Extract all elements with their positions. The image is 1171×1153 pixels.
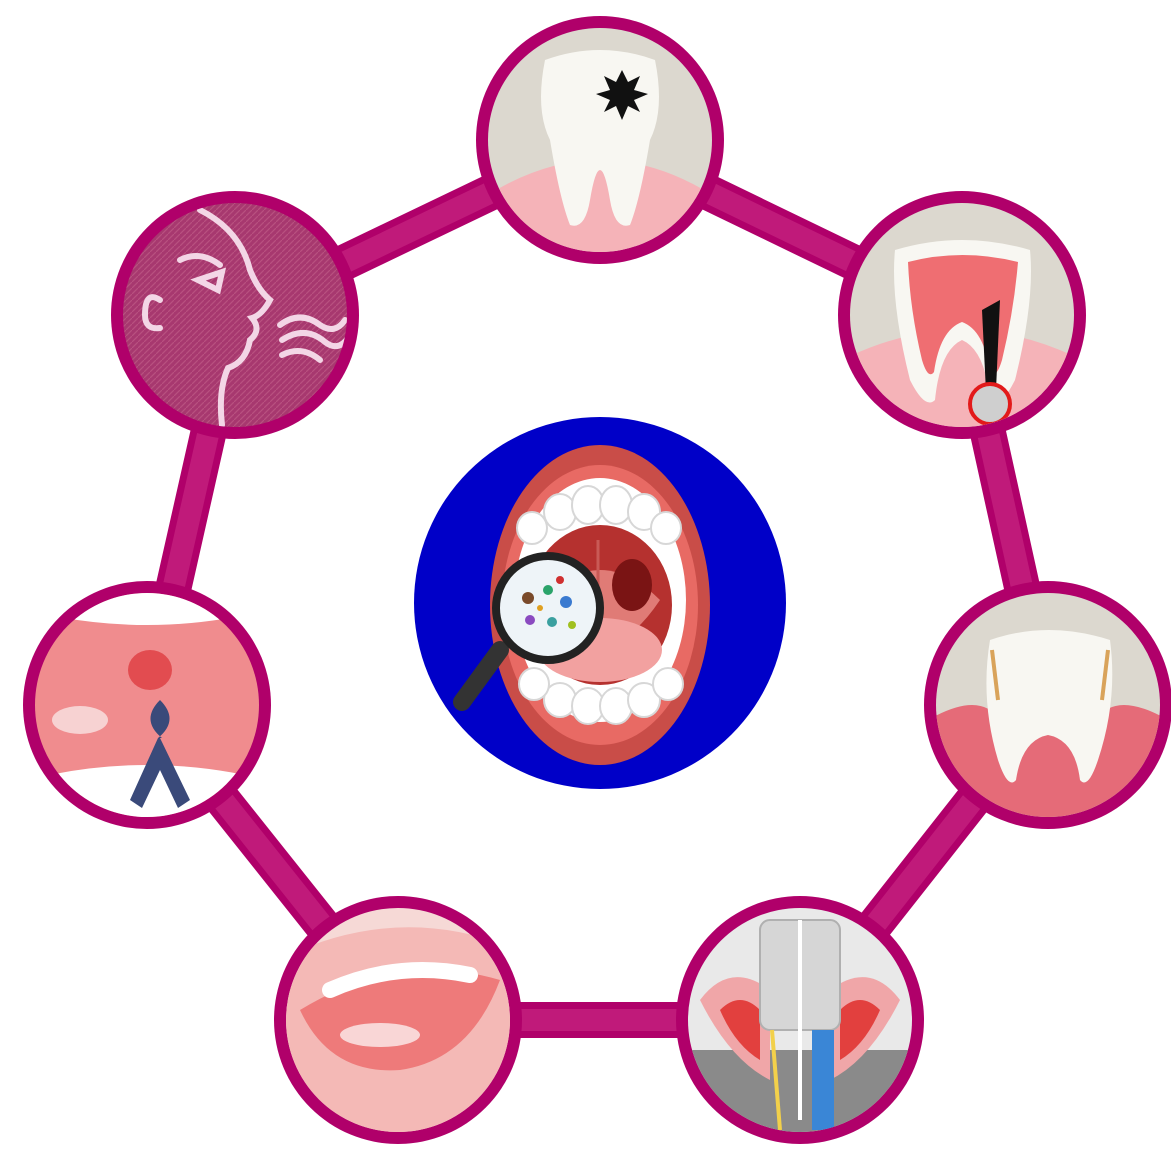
- oral-mucosa-lesion-icon: [274, 896, 522, 1144]
- bad-breath-face-icon: [111, 191, 359, 439]
- tooth-cavity-icon: [476, 16, 724, 264]
- tooth-root-infection-icon: [838, 191, 1086, 439]
- center-mouth-magnifier-icon: [414, 417, 786, 789]
- cancer-ribbon-mouth-icon: [23, 581, 271, 829]
- receding-gum-tooth-icon: [924, 581, 1171, 829]
- dental-implant-icon: [676, 896, 924, 1144]
